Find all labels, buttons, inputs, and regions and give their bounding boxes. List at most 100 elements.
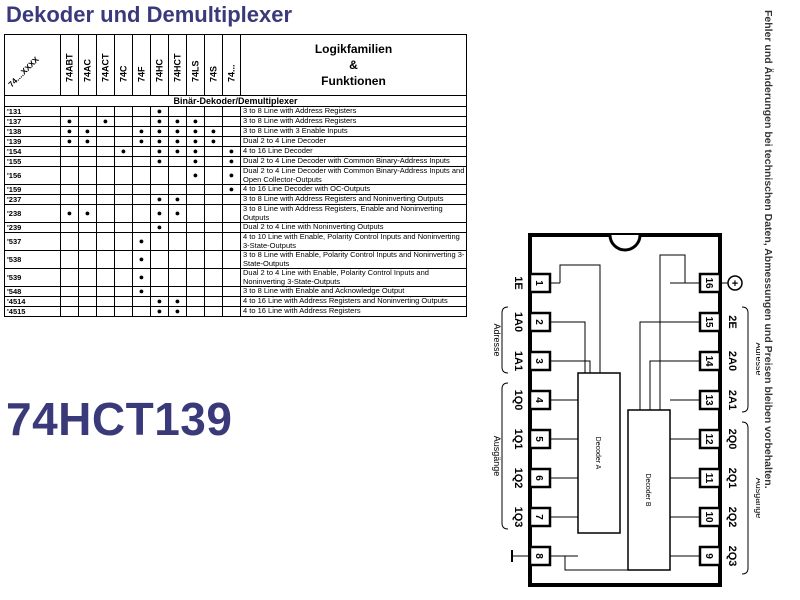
empty-cell xyxy=(150,166,169,185)
table-body: '131 ● 3 to 8 Line with Address Registers '… xyxy=(4,106,467,317)
availability-dot: ● xyxy=(60,136,79,147)
empty-cell xyxy=(132,306,151,317)
route-1a0 xyxy=(560,321,586,373)
corner-header: 74....XXXX xyxy=(4,34,61,96)
pin-number: 7 xyxy=(533,514,544,520)
table-row: '155●●●Dual 2 to 4 Line Decoder with Com… xyxy=(4,156,467,167)
availability-dot: ● xyxy=(168,194,187,205)
empty-cell xyxy=(60,296,79,307)
family-label: 74HC xyxy=(154,58,164,82)
empty-cell xyxy=(60,194,79,205)
family-header-3: 74C xyxy=(114,34,133,96)
table-row: '4515●●4 to 16 Line with Address Registe… xyxy=(4,306,467,317)
empty-cell xyxy=(78,166,97,185)
empty-cell xyxy=(132,146,151,157)
empty-cell xyxy=(168,166,187,185)
availability-dot: ● xyxy=(150,136,169,147)
empty-cell xyxy=(96,184,115,195)
part-code: '239 xyxy=(4,222,61,233)
left-pin-label: 1A0 xyxy=(512,312,524,332)
part-code: '238 xyxy=(4,204,61,223)
family-header-8: 74S xyxy=(204,34,223,96)
logic-functions-header: Logikfamilien&Funktionen xyxy=(240,34,467,96)
empty-cell xyxy=(114,136,133,147)
family-header-9: 74... xyxy=(222,34,241,96)
part-code: '537 xyxy=(4,232,61,251)
availability-dot: ● xyxy=(222,146,241,157)
table-row: '156●●Dual 2 to 4 Line Decoder with Comm… xyxy=(4,166,467,185)
empty-cell xyxy=(96,126,115,137)
route-1e xyxy=(559,264,601,373)
availability-dot: ● xyxy=(60,126,79,137)
table-row: '539●Dual 2 to 4 Line with Enable, Polar… xyxy=(4,268,467,287)
side-note-container: Fehler und Änderungen bei technischen Da… xyxy=(752,10,792,590)
empty-cell xyxy=(204,194,223,205)
empty-cell xyxy=(96,296,115,307)
right-pin-label: 2Q1 xyxy=(726,468,738,489)
empty-cell xyxy=(168,286,187,297)
empty-cell xyxy=(222,232,241,251)
availability-dot: ● xyxy=(132,136,151,147)
empty-cell xyxy=(132,184,151,195)
empty-cell xyxy=(168,250,187,269)
availability-dot: ● xyxy=(150,222,169,233)
empty-cell xyxy=(222,126,241,137)
availability-dot: ● xyxy=(168,306,187,317)
empty-cell xyxy=(78,156,97,167)
empty-cell xyxy=(114,286,133,297)
part-code: '131 xyxy=(4,106,61,117)
brace-right-top xyxy=(741,306,749,413)
empty-cell xyxy=(78,106,97,117)
empty-cell xyxy=(114,126,133,137)
empty-cell xyxy=(204,250,223,269)
left-group-label-address: Adresse xyxy=(492,323,502,356)
function-description: 3 to 8 Line with 3 Enable Inputs xyxy=(240,126,467,137)
availability-dot: ● xyxy=(168,146,187,157)
brace-left-top xyxy=(501,306,509,374)
table-row: '154●●●●●4 to 16 Line Decoder xyxy=(4,146,467,157)
empty-cell xyxy=(222,204,241,223)
part-code: '139 xyxy=(4,136,61,147)
route-vcc xyxy=(659,254,700,410)
empty-cell xyxy=(222,268,241,287)
route-gnd xyxy=(550,555,628,571)
logic-header-line: Logikfamilien xyxy=(314,42,393,56)
availability-dot: ● xyxy=(186,126,205,137)
empty-cell xyxy=(78,306,97,317)
table-row: '4514●●4 to 16 Line with Address Registe… xyxy=(4,296,467,307)
empty-cell xyxy=(186,268,205,287)
empty-cell xyxy=(168,222,187,233)
table-row: '537●4 to 10 Line with Enable, Polarity … xyxy=(4,232,467,251)
route-2a0 xyxy=(649,360,670,410)
empty-cell xyxy=(168,106,187,117)
availability-dot: ● xyxy=(150,204,169,223)
empty-cell xyxy=(60,184,79,195)
empty-cell xyxy=(78,194,97,205)
empty-cell xyxy=(96,286,115,297)
availability-dot: ● xyxy=(132,250,151,269)
table-row: '238●●●●3 to 8 Line with Address Registe… xyxy=(4,204,467,223)
part-number: 74HCT139 xyxy=(6,393,233,445)
empty-cell xyxy=(78,222,97,233)
empty-cell xyxy=(132,116,151,127)
function-description: 3 to 8 Line with Address Registers xyxy=(240,116,467,127)
right-pin-label: 2Q0 xyxy=(726,429,738,450)
right-group-label-address: Adresse xyxy=(754,342,760,375)
empty-cell xyxy=(78,250,97,269)
empty-cell xyxy=(150,184,169,195)
empty-cell xyxy=(96,232,115,251)
left-pin-label: 1E xyxy=(512,276,524,289)
function-description: Dual 2 to 4 Line with Enable, Polarity C… xyxy=(240,268,467,287)
availability-dot: ● xyxy=(78,126,97,137)
family-header-4: 74F xyxy=(132,34,151,96)
function-description: 3 to 8 Line with Enable, Polarity Contro… xyxy=(240,250,467,269)
empty-cell xyxy=(78,286,97,297)
empty-cell xyxy=(132,194,151,205)
empty-cell xyxy=(186,194,205,205)
brace-left-bottom xyxy=(501,382,509,530)
empty-cell xyxy=(96,222,115,233)
function-description: Dual 2 to 4 Line Decoder with Common Bin… xyxy=(240,156,467,167)
family-header-0: 74ABT xyxy=(60,34,79,96)
